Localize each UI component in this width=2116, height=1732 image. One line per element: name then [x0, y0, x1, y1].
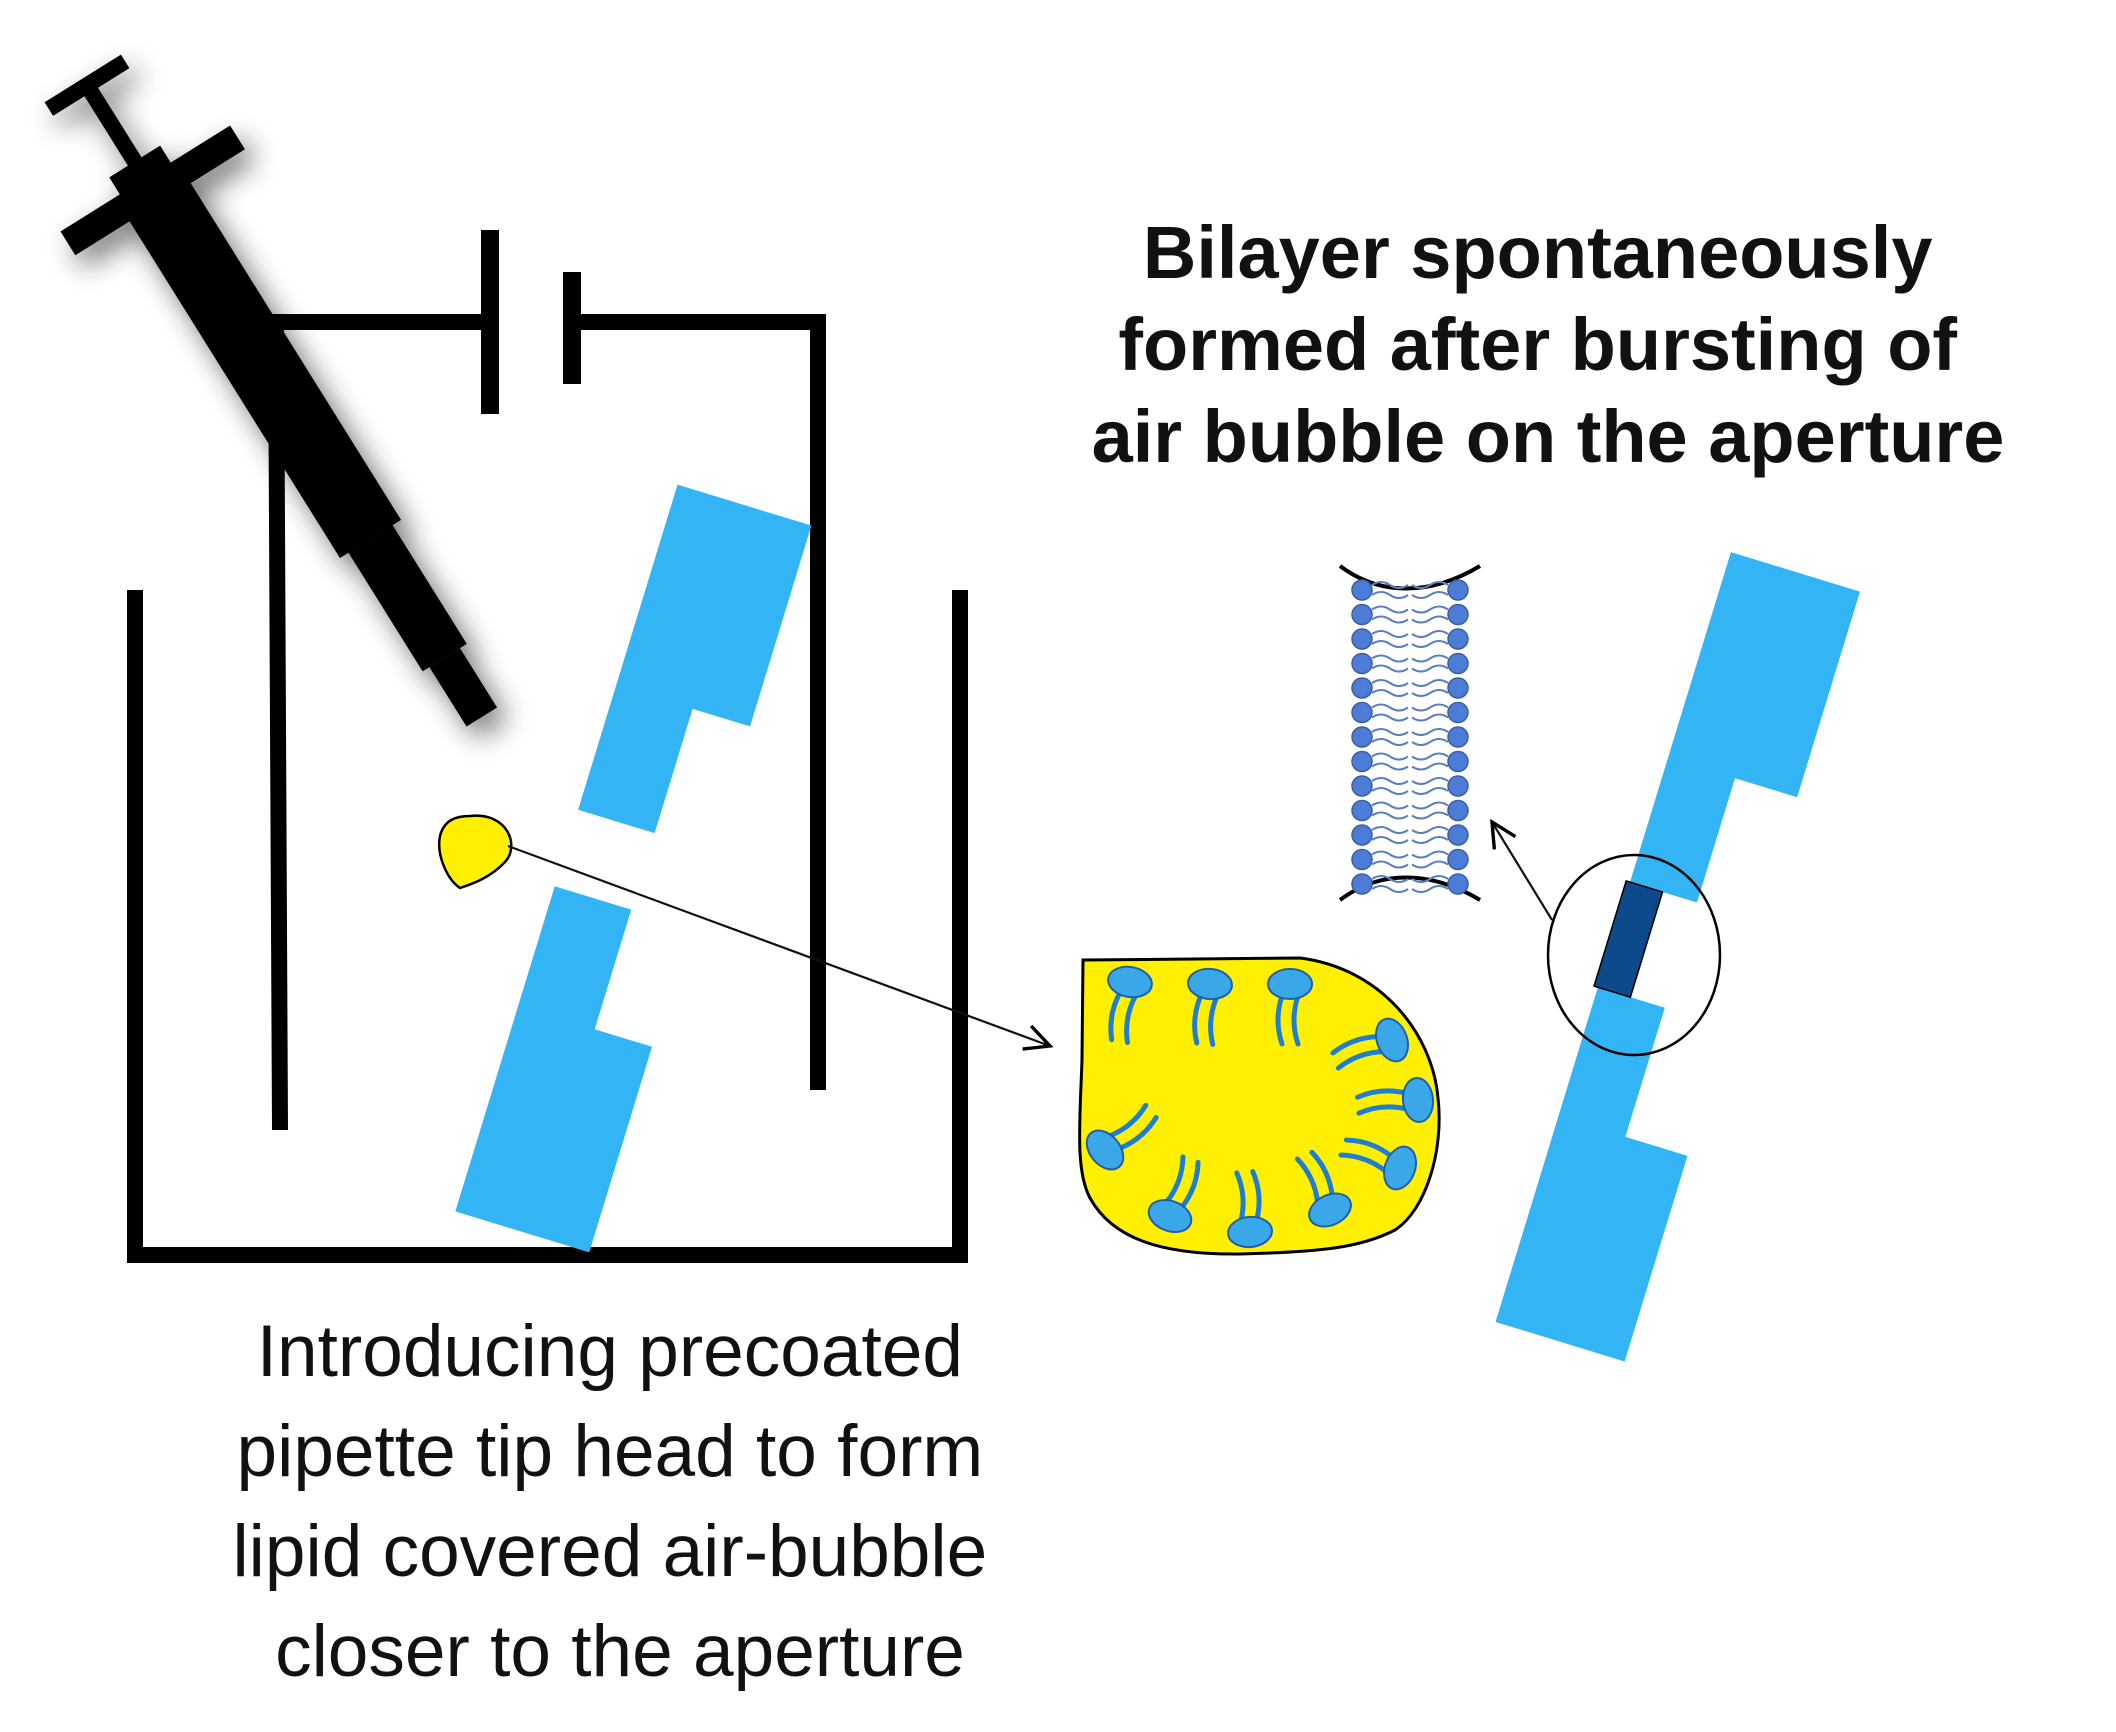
lipid-molecule	[1107, 965, 1153, 1045]
bilayer-lipid	[1351, 848, 1409, 871]
bilayer-lipid	[1351, 677, 1409, 699]
caption-bilayer-formed: Bilayer spontaneously formed after burst…	[1092, 211, 2005, 478]
bilayer-lipid	[1351, 824, 1409, 846]
bilayer-lipid	[1351, 603, 1409, 626]
bilayer-lipid	[1351, 799, 1409, 822]
lipid-molecule	[1085, 1102, 1159, 1171]
lipid-molecule	[1330, 1017, 1409, 1071]
bilayer-lipid	[1411, 799, 1469, 822]
beaker-chamber	[127, 590, 968, 1263]
bilayer-lipid	[1351, 726, 1409, 748]
caption-introducing-pipette: Introducing precoated pipette tip head t…	[232, 1311, 1007, 1692]
right-electrode-wire	[572, 314, 826, 1090]
bilayer-lipid	[1351, 750, 1409, 773]
bilayer-lipid	[1411, 677, 1469, 699]
caption-line: pipette tip head to form	[237, 1411, 984, 1492]
bilayer-lipid	[1411, 873, 1469, 895]
lipid-bilayer-inset	[1338, 564, 1482, 902]
lipid-molecule	[1267, 968, 1313, 1047]
bilayer-lipid	[1351, 628, 1409, 650]
bilayer-lipid	[1411, 701, 1469, 724]
lipid-air-bubble-enlarged	[1078, 956, 1441, 1256]
lipid-molecule	[1338, 1137, 1417, 1191]
bilayer-lipid	[1411, 824, 1469, 846]
bilayer-lipid	[1351, 775, 1409, 797]
bilayer-lipid	[1351, 652, 1409, 675]
magnifier-circle	[1546, 853, 1722, 1057]
zoom-arrow-bubble	[507, 844, 1050, 1046]
lipid-air-bubble-small	[437, 814, 513, 890]
caption-line: formed after bursting of	[1118, 303, 1957, 386]
bilayer-patch	[1593, 879, 1664, 999]
lipid-molecule	[1355, 1077, 1435, 1123]
bilayer-lipid	[1411, 603, 1469, 626]
septum-right	[1495, 552, 1860, 1362]
bilayer-lipid	[1411, 579, 1469, 601]
lipid-molecule	[1294, 1149, 1352, 1228]
bilayer-lipid	[1411, 848, 1469, 871]
caption-line: air bubble on the aperture	[1092, 395, 2005, 478]
lipid-molecule	[1187, 967, 1233, 1047]
bilayer-lipid	[1351, 701, 1409, 724]
caption-line: Introducing precoated	[257, 1311, 963, 1392]
battery-symbol-icon	[481, 230, 581, 414]
caption-line: Bilayer spontaneously	[1143, 211, 1933, 294]
bilayer-lipid	[1411, 750, 1469, 773]
lipid-molecule	[1227, 1169, 1273, 1249]
bilayer-lipid	[1411, 775, 1469, 797]
caption-line: lipid covered air-bubble	[232, 1511, 987, 1592]
zoom-arrow-bilayer	[1492, 822, 1553, 921]
lipid-molecule	[1147, 1154, 1201, 1233]
bilayer-lipid	[1351, 579, 1409, 601]
pipette-icon	[44, 54, 498, 727]
bilayer-lipid	[1411, 652, 1469, 675]
caption-line: closer to the aperture	[275, 1611, 965, 1692]
septum-left	[455, 484, 812, 1253]
bilayer-lipid	[1351, 873, 1409, 895]
bilayer-lipid	[1411, 628, 1469, 650]
bilayer-lipid	[1411, 726, 1469, 748]
